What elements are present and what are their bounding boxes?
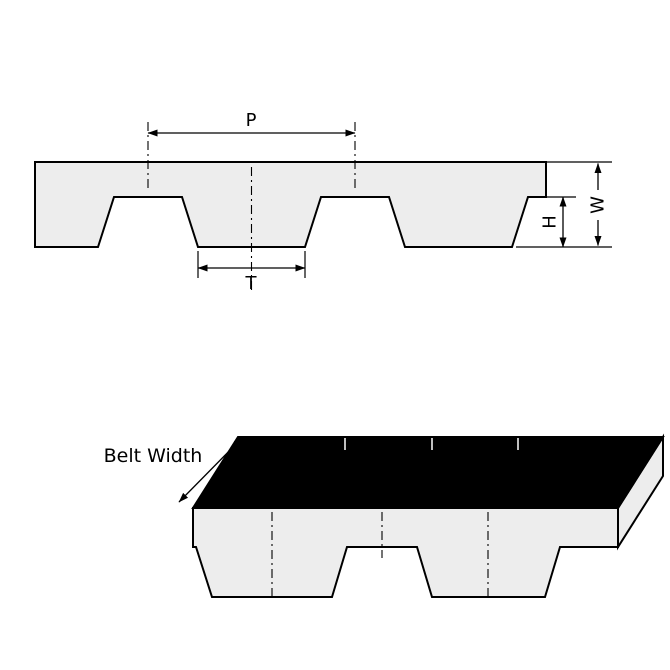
perspective-view: Belt Width	[104, 433, 665, 601]
cross-section-view: P T H W	[34, 110, 612, 294]
belt-front-face	[192, 507, 619, 598]
belt-width-label: Belt Width	[104, 445, 203, 467]
belt-thickness-dimension: W	[516, 161, 612, 248]
belt-width-arrow	[178, 436, 244, 503]
pitch-dimension: P	[147, 110, 356, 188]
tooth-width-dimension: T	[197, 167, 306, 294]
pitch-label: P	[246, 110, 257, 131]
tooth-height-dimension: H	[540, 196, 576, 248]
belt-width-dimension: Belt Width	[104, 436, 244, 503]
tooth-width-label: T	[245, 273, 258, 294]
belt-thickness-label: W	[588, 196, 609, 214]
belt-profile	[34, 161, 547, 248]
belt-top-surface	[191, 436, 665, 509]
tooth-height-label: H	[540, 215, 561, 229]
